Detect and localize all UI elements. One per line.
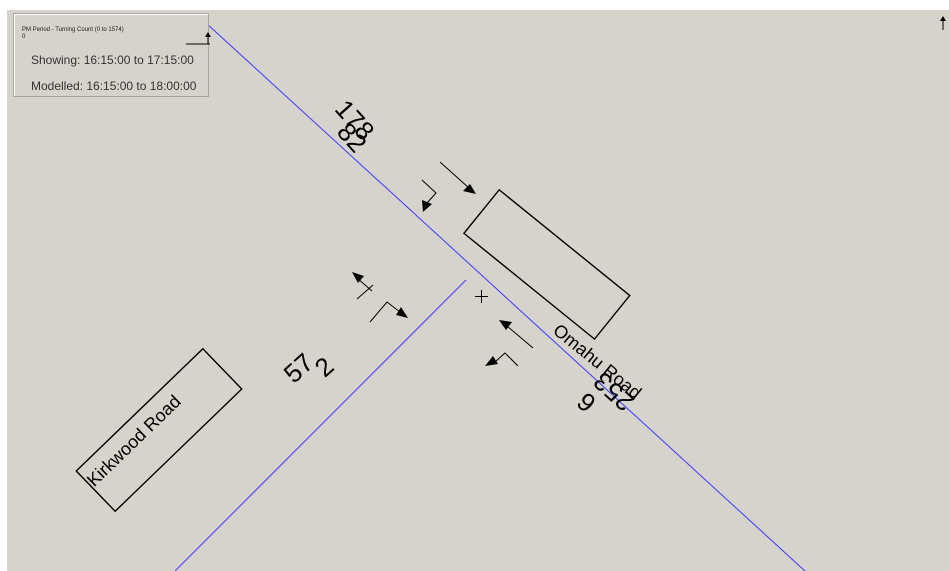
nw-approach-arrows (421, 161, 476, 212)
right-arrow-sw (356, 284, 374, 300)
right-arrow-sw2 (369, 301, 401, 323)
right-arrow-se (494, 352, 519, 367)
se-approach-arrows (485, 320, 534, 367)
modelled-time-range: Modelled: 16:15:00 to 18:00:00 (31, 79, 197, 93)
right-arrowhead-se (485, 356, 498, 366)
left-arrowhead-nw (422, 200, 432, 212)
kirkwood-road-line (174, 279, 467, 571)
through-arrow-nw (439, 161, 470, 189)
info-panel[interactable]: PM Period - Turning Count (0 to 1574) 0 … (13, 13, 212, 97)
map-canvas[interactable]: Omahu Road Kirkwood Road 178 82 57 2 253… (7, 10, 949, 571)
up-arrow-icon[interactable] (940, 16, 946, 30)
showing-time-range: Showing: 16:15:00 to 17:15:00 (31, 53, 194, 67)
through-arrowhead-nw (463, 184, 476, 194)
through-arrow-se (506, 325, 534, 349)
sw-approach-arrows (352, 272, 408, 323)
crosshair-cursor-icon (475, 290, 488, 303)
info-panel-title: PM Period - Turning Count (0 to 1574) (22, 27, 124, 33)
left-arrow-nw (421, 179, 437, 204)
omahu-road-line (205, 22, 806, 571)
info-panel-subtitle: 0 (22, 34, 26, 40)
through-arrowhead-se (499, 320, 512, 330)
collapse-arrow-icon[interactable] (184, 32, 212, 46)
right-arrowhead-sw (396, 307, 408, 318)
map-graphics (75, 22, 806, 571)
kirkwood-label-box (75, 347, 243, 513)
through-arrowhead-sw (352, 272, 364, 283)
omahu-label-box (462, 188, 631, 341)
